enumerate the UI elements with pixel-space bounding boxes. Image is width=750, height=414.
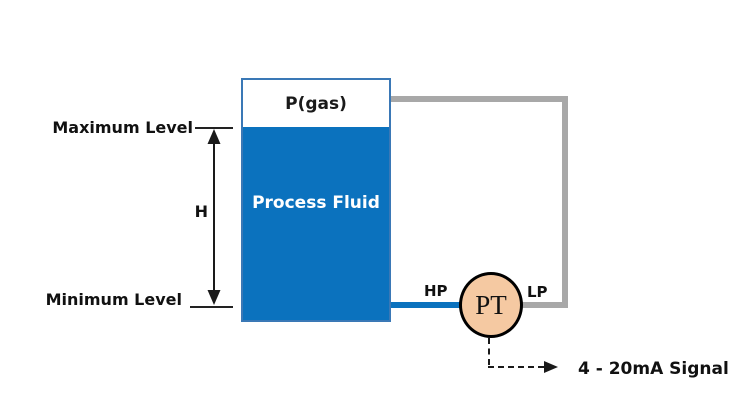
process-fluid-region: Process Fluid [243, 127, 389, 320]
output-signal-label: 4 - 20mA Signal [578, 359, 729, 379]
hp-port-label: HP [424, 282, 448, 300]
minimum-level-tick [190, 306, 233, 308]
right-arrowhead-icon [544, 361, 558, 373]
lp-impulse-pipe-bottom [520, 302, 568, 308]
gas-pressure-label: P(gas) [285, 93, 347, 114]
lp-impulse-pipe-top [391, 96, 568, 102]
height-dimension-label: H [194, 202, 208, 221]
hp-impulse-pipe [391, 302, 461, 308]
minimum-level-label: Minimum Level [45, 290, 182, 309]
process-fluid-label: Process Fluid [252, 193, 380, 213]
transmitter-tag-label: PT [475, 289, 507, 320]
lp-port-label: LP [527, 283, 548, 301]
height-arrow-group [207, 129, 221, 305]
process-tank: P(gas) Process Fluid [241, 78, 391, 322]
gas-headspace: P(gas) [243, 80, 389, 127]
maximum-level-label: Maximum Level [52, 118, 193, 137]
lp-impulse-pipe-vertical [562, 96, 568, 308]
down-arrowhead-icon [207, 290, 221, 305]
up-arrowhead-icon [207, 129, 221, 144]
pressure-transmitter: PT [459, 272, 523, 338]
maximum-level-tick [195, 127, 233, 129]
signal-dashed-line-vertical [488, 338, 490, 365]
signal-dashed-line-horizontal [488, 366, 544, 368]
